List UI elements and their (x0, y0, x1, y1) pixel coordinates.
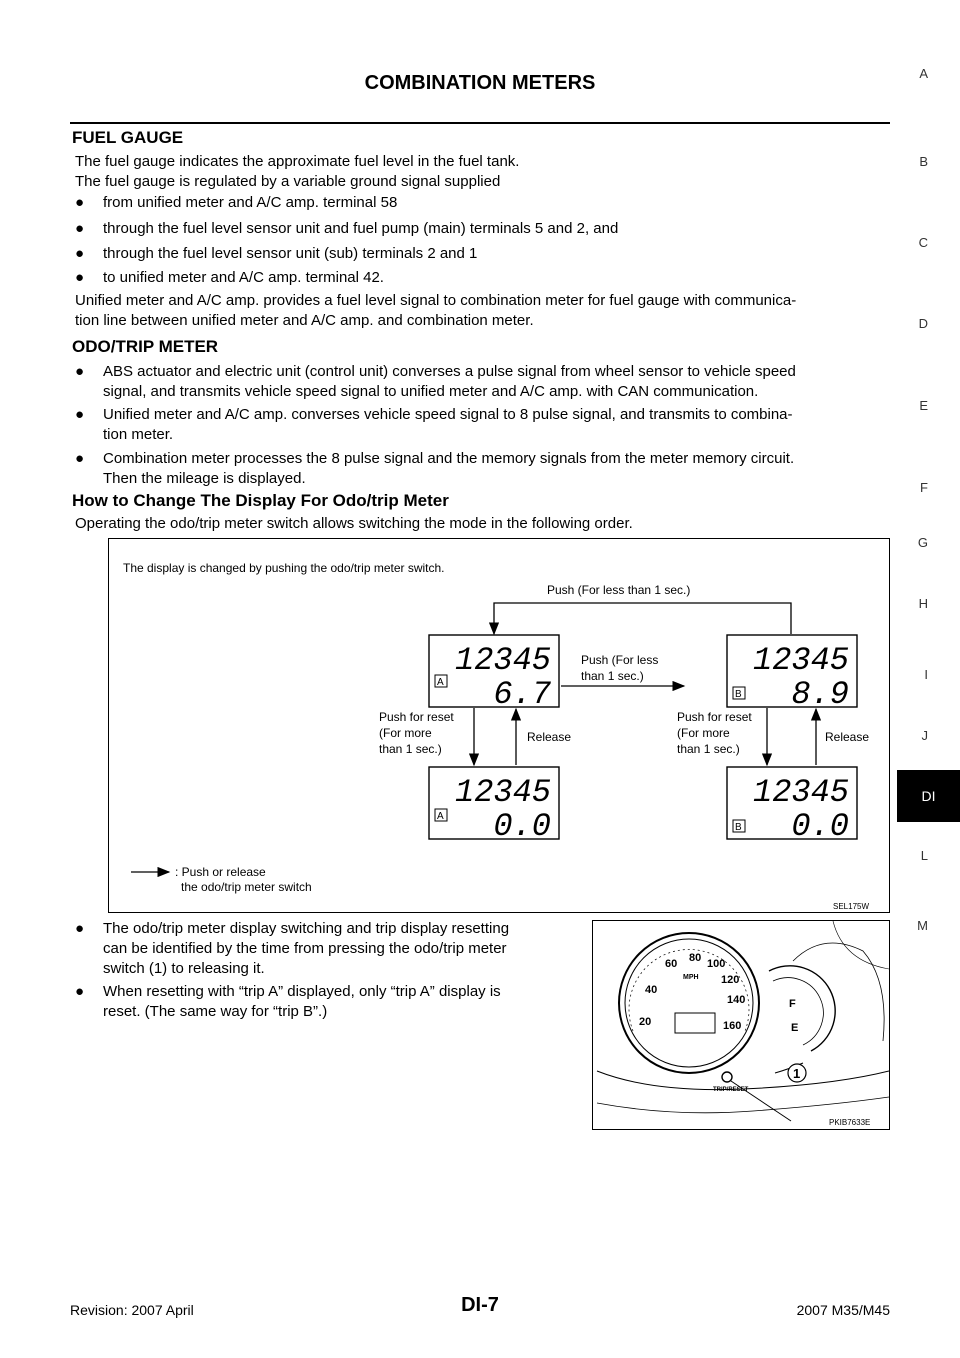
diagram-drawing: The display is changed by pushing the od… (123, 561, 869, 911)
display-b-bottom (726, 766, 858, 840)
fuel-summary-line-1: Unified meter and A/C amp. provides a fu… (75, 292, 797, 309)
howto-heading: How to Change The Display For Odo/trip M… (72, 491, 449, 510)
section-tab-m[interactable]: M (917, 918, 928, 933)
odo-bullet: ●Unified meter and A/C amp. converses ve… (75, 406, 793, 443)
odo-bullet: ●Combination meter processes the 8 pulse… (75, 450, 795, 487)
section-tab-j[interactable]: J (921, 728, 929, 743)
fuel-summary-line-2: tion line between unified meter and A/C … (75, 312, 534, 329)
section-tab-l[interactable]: L (920, 848, 928, 863)
display-a-top-odo: 12345 (455, 642, 551, 679)
footer-revision: Revision: 2007 April (70, 1302, 194, 1318)
bullet-dot: ● (75, 245, 85, 262)
section-tab-e[interactable]: E (919, 398, 928, 413)
howto-intro: Operating the odo/trip meter switch allo… (75, 515, 633, 532)
footer-model: 2007 M35/M45 (796, 1302, 890, 1318)
bullet-dot: ● (75, 920, 85, 937)
display-b-bottom-label: B (735, 822, 742, 833)
dial-number: 20 (639, 1016, 651, 1028)
dial-number: 100 (707, 958, 725, 970)
bullet-dot: ● (75, 269, 85, 286)
callout-number: 1 (793, 1066, 800, 1081)
dial-unit: MPH (683, 974, 699, 981)
photo-code: PKIB7633E (829, 1118, 870, 1127)
display-a-bottom (428, 766, 560, 840)
fuel-empty-mark: E (791, 1022, 798, 1034)
page-title: COMBINATION METERS (364, 72, 596, 94)
display-a-bottom-label: A (437, 811, 444, 822)
header-divider (70, 122, 890, 124)
label-push-mid-1: Push (For less (581, 653, 658, 667)
display-b-top (726, 634, 858, 708)
display-b-top-trip: 8.9 (791, 676, 849, 713)
fuel-bullet: ●to unified meter and A/C amp. terminal … (75, 269, 384, 286)
note-bullet: ●The odo/trip meter display switching an… (75, 920, 510, 977)
section-tab-i[interactable]: I (924, 667, 928, 682)
display-b-bottom-odo: 12345 (753, 774, 849, 811)
switch-label: TRIP/RESET (713, 1087, 749, 1093)
label-reset-b-3: than 1 sec.) (677, 742, 740, 756)
bullet-dot: ● (75, 406, 85, 423)
bullet-dot: ● (75, 194, 85, 211)
dial-number: 120 (721, 974, 739, 986)
section-tab-f[interactable]: F (920, 480, 928, 495)
label-push-mid-2: than 1 sec.) (581, 669, 644, 683)
label-reset-b-2: (For more (677, 726, 730, 740)
legend-line-2: the odo/trip meter switch (181, 880, 312, 894)
label-push-top: Push (For less than 1 sec.) (547, 583, 690, 597)
section-tab-di-active[interactable]: DI (897, 770, 960, 822)
label-release-a: Release (527, 730, 571, 744)
bullet-dot: ● (75, 220, 85, 237)
diagram-code: SEL175W (833, 902, 869, 911)
diagram-caption: The display is changed by pushing the od… (123, 561, 445, 575)
footer-page-number: DI-7 (461, 1294, 499, 1316)
display-a-top-trip: 6.7 (493, 676, 551, 713)
display-a-bottom-odo: 12345 (455, 774, 551, 811)
odo-trip-heading: ODO/TRIP METER (72, 337, 219, 356)
label-a-box (434, 674, 448, 688)
display-a-top (428, 634, 560, 708)
fuel-intro-1: The fuel gauge indicates the approximate… (75, 153, 520, 170)
meter-photo: 20 40 60 80 100 120 140 160 MPH TRIP/RES… (592, 920, 890, 1130)
fuel-bullet: ●through the fuel level sensor unit and … (75, 220, 619, 237)
display-b-top-odo: 12345 (753, 642, 849, 679)
dial-number: 80 (689, 952, 701, 964)
fuel-gauge-heading: FUEL GAUGE (72, 128, 184, 147)
bullet-dot: ● (75, 450, 85, 467)
label-reset-a-1: Push for reset (379, 710, 454, 724)
note-bullet: ●When resetting with “trip A” displayed,… (75, 983, 501, 1020)
label-b-box (732, 819, 746, 833)
label-reset-a-3: than 1 sec.) (379, 742, 442, 756)
fuel-bullet: ●through the fuel level sensor unit (sub… (75, 245, 478, 262)
label-reset-a-2: (For more (379, 726, 432, 740)
arrow-push-top (488, 602, 792, 636)
bullet-dot: ● (75, 363, 85, 380)
dial-number: 140 (727, 994, 745, 1006)
display-a-top-label: A (437, 677, 444, 688)
label-reset-b-1: Push for reset (677, 710, 752, 724)
odo-trip-diagram: The display is changed by pushing the od… (108, 538, 890, 913)
fuel-bullet: ●from unified meter and A/C amp. termina… (75, 194, 398, 211)
meter-illustration: 20 40 60 80 100 120 140 160 MPH TRIP/RES… (596, 921, 889, 1127)
section-tab-g[interactable]: G (917, 535, 928, 550)
display-b-top-label: B (735, 689, 742, 700)
label-b-box (732, 686, 746, 700)
display-b-bottom-trip: 0.0 (791, 808, 849, 845)
bullet-dot: ● (75, 983, 85, 1000)
section-tab-b[interactable]: B (919, 154, 928, 169)
fuel-intro-2: The fuel gauge is regulated by a variabl… (75, 173, 501, 190)
label-release-b: Release (825, 730, 869, 744)
section-tab-d[interactable]: D (918, 316, 928, 331)
section-tab-a[interactable]: A (919, 66, 928, 81)
legend-line-1: : Push or release (175, 865, 266, 879)
fuel-full-mark: F (789, 998, 796, 1010)
label-a-box (434, 808, 448, 822)
dial-number: 40 (645, 984, 657, 996)
dial-number: 160 (723, 1020, 741, 1032)
section-tab-c[interactable]: C (918, 235, 928, 250)
odo-bullet: ●ABS actuator and electric unit (control… (75, 363, 796, 400)
section-tab-h[interactable]: H (918, 596, 928, 611)
display-a-bottom-trip: 0.0 (493, 808, 551, 845)
dial-number: 60 (665, 958, 677, 970)
